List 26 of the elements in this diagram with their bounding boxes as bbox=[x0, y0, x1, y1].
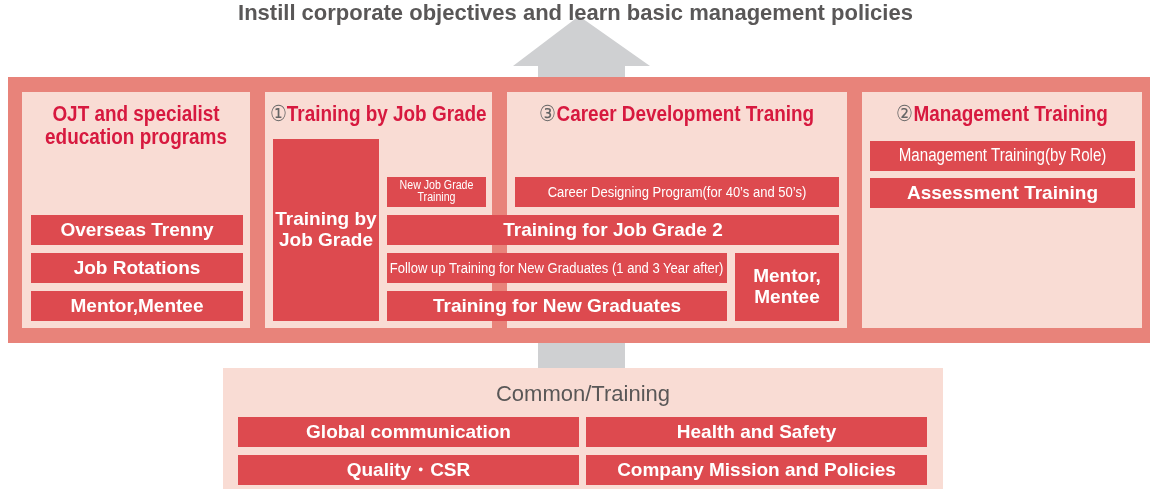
training-band bbox=[8, 77, 1150, 343]
program-box: Global communication bbox=[238, 417, 579, 447]
common-panel bbox=[223, 368, 943, 489]
program-box: New Job Grade Training bbox=[387, 177, 486, 207]
category-heading: ②Management Training bbox=[896, 102, 1108, 126]
program-box: Career Designing Program(for 40’s and 50’s) bbox=[515, 177, 839, 207]
program-box: Training for Job Grade 2 bbox=[387, 215, 839, 245]
program-box: Job Rotations bbox=[31, 253, 243, 283]
program-box: Mentor,Mentee bbox=[31, 291, 243, 321]
category-panel bbox=[22, 92, 250, 328]
panel-heading: Common/Training bbox=[496, 382, 670, 406]
program-box: Training by Job Grade bbox=[273, 139, 379, 321]
program-box: Company Mission and Policies bbox=[586, 455, 927, 485]
program-box: Assessment Training bbox=[870, 178, 1135, 208]
category-heading: ③Career Development Traning bbox=[539, 102, 815, 126]
program-box: Overseas Trenny bbox=[31, 215, 243, 245]
program-box: Mentor, Mentee bbox=[735, 253, 839, 321]
category-panel bbox=[862, 92, 1142, 328]
category-heading: ①Training by Job Grade bbox=[270, 102, 487, 126]
program-box: Training for New Graduates bbox=[387, 291, 727, 321]
program-box: Health and Safety bbox=[586, 417, 927, 447]
program-box: Management Training(by Role) bbox=[870, 141, 1135, 171]
goal-text: Instill corporate objectives and learn basic management policies bbox=[237, 0, 914, 26]
program-box: Quality・CSR bbox=[238, 455, 579, 485]
category-heading: OJT and specialist education programs bbox=[44, 102, 228, 149]
program-box: Follow up Training for New Graduates (1 and 3 Year after) bbox=[387, 253, 727, 283]
